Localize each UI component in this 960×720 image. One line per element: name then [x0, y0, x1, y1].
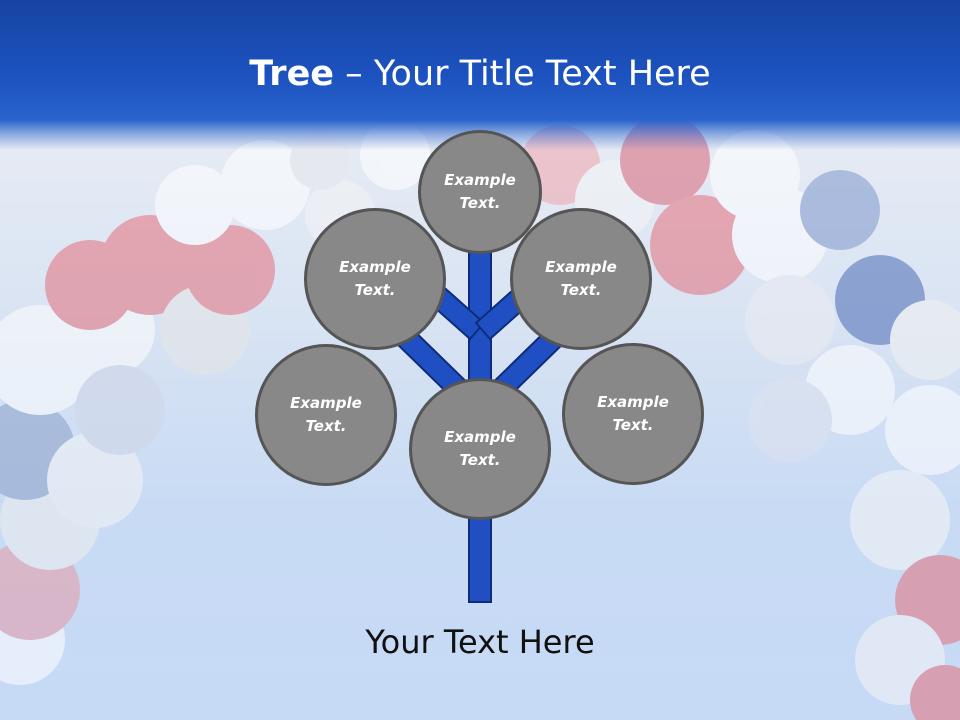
tree-node-lower-right: Example Text.: [562, 343, 704, 485]
tree-node-lower-left: Example Text.: [255, 344, 397, 486]
tree-node-center-text: Example Text.: [444, 428, 516, 469]
tree-node-top: Example Text.: [418, 130, 542, 254]
tree-node-top-text: Example Text.: [444, 171, 516, 212]
tree-node-lower-left-text: Example Text.: [290, 394, 362, 435]
tree-node-upper-left: Example Text.: [304, 208, 446, 350]
title-dash: –: [334, 54, 374, 94]
tree-node-upper-right: Example Text.: [510, 208, 652, 350]
title-rest: Your Title Text Here: [373, 54, 711, 94]
tree-node-lower-right-text: Example Text.: [597, 393, 669, 434]
slide-caption: Your Text Here: [365, 623, 595, 661]
slide-title: Tree – Your Title Text Here: [0, 52, 960, 96]
title-bar: [0, 0, 960, 150]
tree-node-upper-left-text: Example Text.: [339, 258, 411, 299]
tree-node-upper-right-text: Example Text.: [545, 258, 617, 299]
title-bold: Tree: [249, 54, 335, 94]
tree-node-center: Example Text.: [409, 378, 551, 520]
